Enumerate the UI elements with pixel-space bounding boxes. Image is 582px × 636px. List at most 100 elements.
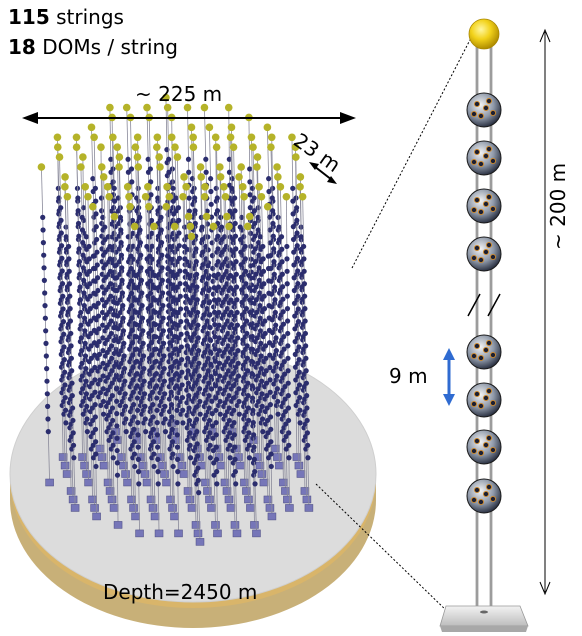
dom-module [466,140,502,176]
dom-sphere [91,278,97,284]
dom-sphere [281,346,287,352]
dom-sphere [162,416,168,422]
string-anchor [158,461,167,470]
detector-string [145,202,160,521]
dom-sphere [92,185,98,191]
dom-sphere [303,368,309,374]
dom-sphere [229,334,235,340]
zoom-guide-lines [315,35,473,615]
dom-sphere [271,259,277,265]
dom-sphere [259,416,266,422]
dom-sphere [114,460,120,466]
dom-sphere [206,300,212,306]
dom-sphere [164,253,171,259]
string-buoy [150,222,158,231]
dom-sphere [282,408,289,415]
dom-sphere [129,303,135,309]
dom-sphere [184,318,190,324]
string-buoy [292,153,300,161]
dom-sphere [203,256,209,262]
detector-string [84,192,99,512]
detector-string [105,192,119,512]
dom-sphere [91,315,97,321]
string-buoy [97,143,105,151]
dom-sphere [234,297,240,303]
string-anchor [187,504,197,512]
dom-sphere [91,327,97,333]
dom-sphere [129,315,135,321]
dom-sphere [167,352,173,358]
pmt-window [473,486,481,494]
dom-sphere [237,224,243,230]
dom-sphere [159,290,166,296]
dom-sphere [112,224,118,230]
string-buoy [282,192,291,201]
string-anchor [296,470,306,478]
dom-sphere [141,366,147,372]
string-anchor [240,478,249,487]
dom-sphere [59,268,65,274]
dom-sphere [68,355,74,361]
string-anchor [148,504,158,512]
dom-sphere [154,432,161,438]
dom-sphere [149,377,155,383]
dom-sphere [158,240,165,246]
dom-sphere [114,411,120,417]
string-anchor [285,504,294,512]
pmt-window [489,109,497,117]
dom-sphere [255,386,261,392]
dom-sphere [114,398,120,404]
pmt-window [482,104,490,112]
dom-sphere [174,444,181,450]
string-buoy [87,123,96,132]
dom-sphere [194,271,200,277]
string-buoy [123,183,132,191]
detector-string [77,163,93,487]
dom-sphere [94,236,100,243]
dom-sphere [245,393,251,399]
detector-string [187,232,205,546]
dom-sphere [173,297,179,303]
dom-sphere [206,393,212,399]
dom-sphere [138,252,144,258]
dom-sphere [61,411,67,417]
string-anchor [250,521,259,529]
pmt-window [470,206,478,214]
detector-string [152,143,167,470]
dom-sphere [152,272,158,279]
string-anchor [207,504,216,512]
dom-sphere [253,297,259,303]
string-buoy [296,183,304,191]
string-anchor [179,470,189,478]
dom-sphere [256,265,262,271]
dom-sphere [214,481,220,487]
dom-sphere [112,300,119,306]
dom-sphere [122,378,128,384]
dom-sphere [131,439,137,445]
dom-sphere [90,253,97,259]
dom-sphere [148,340,155,346]
string-buoy [180,173,188,181]
dom-sphere [112,263,118,269]
string-buoy [189,143,198,151]
dom-sphere [253,271,259,277]
dom-sphere [92,414,98,420]
string-spacing-arrow [309,162,337,184]
dom-sphere [219,224,225,230]
string-buoy [179,192,187,201]
pmt-window [477,449,485,457]
dom-sphere [254,348,261,354]
string-buoy [263,123,272,132]
pmt-window [470,110,478,118]
pmt-window [477,112,485,120]
string-buoy [163,103,172,112]
dom-sphere [165,278,171,284]
dom-sphere [235,373,242,379]
dom-sphere [262,343,269,349]
string-buoy [229,143,238,151]
dom-sphere [182,224,188,230]
dom-sphere [131,426,137,432]
pmt-window [473,148,481,156]
dom-sphere [248,256,254,262]
dom-sphere [270,233,276,239]
